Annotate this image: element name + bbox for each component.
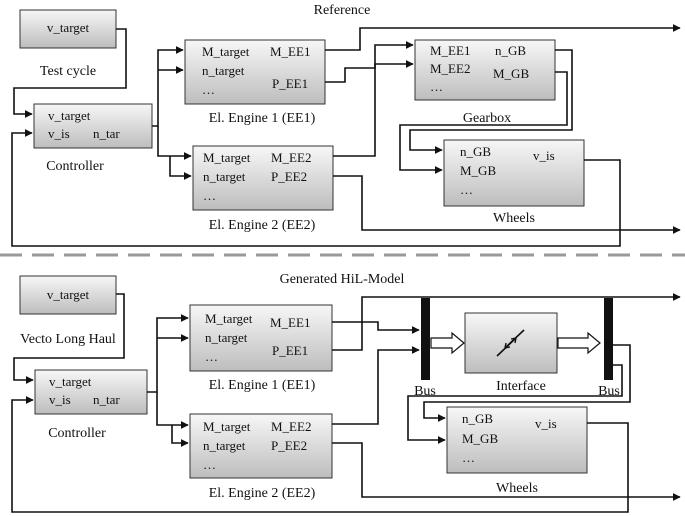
gearbox-input-more: … [430,79,443,94]
interface-link-icon [496,329,525,357]
test-cycle-block[interactable]: v_target [19,9,117,49]
hil-engine2-input-n-target: n_target [203,438,246,453]
hil-controller-block[interactable]: v_target v_is n_tar [34,369,148,415]
wheels-input-n-gb: n_GB [460,144,491,159]
controller-output-n-tar: n_tar [93,126,120,141]
reference-title: Reference [314,3,371,18]
engine1-input-n-target: n_target [202,63,245,78]
hil-controller-output-n-tar: n_tar [93,392,120,407]
engine2-caption: El. Engine 2 (EE2) [209,218,316,233]
gearbox-output-m-gb: M_GB [493,66,529,81]
gearbox-caption: Gearbox [463,111,511,126]
hil-model-title: Generated HiL-Model [280,272,405,287]
vecto-long-haul-block[interactable]: v_target [19,275,117,315]
interface-to-bus-arrow [557,331,601,355]
engine2-input-n-target: n_target [203,169,246,184]
hil-engine2-output-m-ee2: M_EE2 [271,419,311,434]
controller-caption: Controller [46,159,104,174]
wheels-input-more: … [460,182,473,197]
engine1-input-more: … [202,82,215,97]
vecto-caption: Vecto Long Haul [20,332,116,347]
engine2-block[interactable]: M_target n_target … M_EE2 P_EE2 [192,145,334,211]
engine1-output-p-ee1: P_EE1 [272,76,308,91]
gearbox-block[interactable]: M_EE1 M_EE2 … n_GB M_GB [414,39,556,101]
hil-engine2-block[interactable]: M_target n_target … M_EE2 P_EE2 [189,413,333,479]
hil-engine1-block[interactable]: M_target n_target … M_EE1 P_EE1 [189,304,333,372]
hil-wheels-block[interactable]: n_GB M_GB … v_is [446,406,588,474]
hil-engine1-output-m-ee1: M_EE1 [270,315,310,330]
hil-engine2-input-more: … [203,457,216,472]
test-cycle-caption: Test cycle [40,64,96,79]
hil-engine1-input-more: … [205,349,218,364]
controller-block[interactable]: v_target v_is n_tar [33,103,153,149]
right-bus-bar[interactable] [604,298,613,380]
hil-signal-lines [11,293,681,513]
hil-controller-input-v-target: v_target [49,374,92,389]
engine1-block[interactable]: M_target n_target … M_EE1 P_EE1 [184,39,326,105]
interface-block[interactable] [464,312,558,374]
hil-wheels-input-n-gb: n_GB [462,411,493,426]
engine2-input-more: … [203,188,216,203]
engine2-output-p-ee2: P_EE2 [271,169,307,184]
test-cycle-port-label: v_target [47,20,90,35]
wheels-block[interactable]: n_GB M_GB … v_is [443,139,585,207]
engine2-output-m-ee2: M_EE2 [271,150,311,165]
wheels-caption: Wheels [493,211,535,226]
bus-to-interface-arrow [430,331,465,355]
interface-caption: Interface [496,379,546,394]
hil-wheels-input-more: … [462,450,475,465]
hil-wheels-input-m-gb: M_GB [462,431,498,446]
hil-engine1-input-m-target: M_target [205,311,253,326]
hil-engine1-input-n-target: n_target [205,330,248,345]
vecto-port-label: v_target [47,287,90,302]
hil-engine2-caption: El. Engine 2 (EE2) [209,486,316,501]
engine1-input-m-target: M_target [202,44,250,59]
hil-engine2-input-m-target: M_target [203,419,251,434]
engine2-input-m-target: M_target [203,150,251,165]
hil-wheels-output-v-is: v_is [535,416,557,431]
hil-engine1-output-p-ee1: P_EE1 [272,343,308,358]
controller-input-v-target: v_target [48,108,91,123]
hil-engine2-output-p-ee2: P_EE2 [271,438,307,453]
reference-signal-lines [11,24,681,247]
gearbox-output-n-gb: n_GB [495,43,526,58]
wheels-input-m-gb: M_GB [460,163,496,178]
controller-input-v-is: v_is [48,126,70,141]
left-bus-bar[interactable] [421,298,430,380]
engine1-caption: El. Engine 1 (EE1) [209,111,316,126]
gearbox-input-m-ee2: M_EE2 [430,61,470,76]
hil-wheels-caption: Wheels [496,481,538,496]
hil-controller-input-v-is: v_is [49,392,71,407]
hil-controller-caption: Controller [48,426,106,441]
wheels-output-v-is: v_is [533,148,555,163]
gearbox-input-m-ee1: M_EE1 [430,43,470,58]
hil-engine1-caption: El. Engine 1 (EE1) [209,378,316,393]
engine1-output-m-ee1: M_EE1 [270,44,310,59]
